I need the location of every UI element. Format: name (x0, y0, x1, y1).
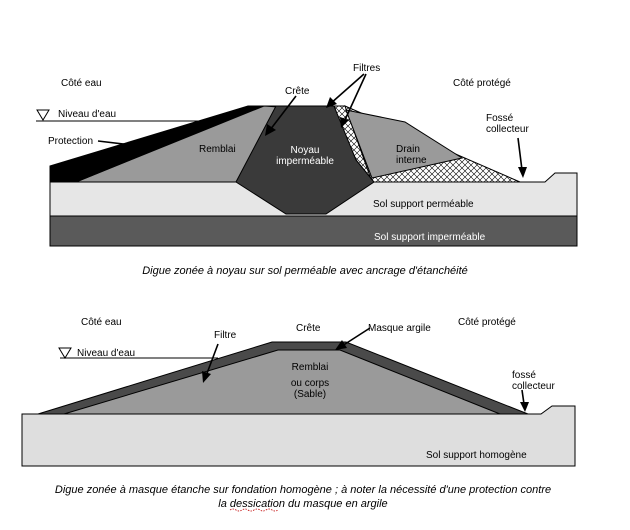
spellcheck-underline (229, 508, 279, 512)
mask-label: Masque argile (368, 323, 431, 334)
crest-label-2: Crête (296, 323, 321, 334)
caption-1: Digue zonée à noyau sur sol perméable av… (142, 265, 468, 277)
water-level-label-2: Niveau d'eau (77, 348, 135, 359)
protection-label: Protection (48, 136, 93, 147)
mask-arrow (335, 327, 371, 350)
filters-arrows (326, 73, 367, 128)
water-level-label: Niveau d'eau (58, 109, 116, 120)
fill-body-sand (63, 349, 501, 415)
drain-label-line2: interne (396, 155, 427, 166)
core-label-line1: Noyau (291, 145, 320, 156)
ditch-label-line1: Fossé (486, 113, 514, 124)
protection-arrow (97, 140, 148, 150)
cote-protege-label-2: Côté protégé (458, 317, 516, 328)
ditch-label-2-line2: collecteur (512, 381, 555, 392)
permeable-soil-label: Sol support perméable (373, 199, 474, 210)
homogeneous-soil-label: Sol support homogène (426, 450, 527, 461)
crest-label: Crête (285, 86, 310, 97)
ditch-arrow-2 (520, 389, 529, 412)
diagram-1-core-dike: Côté eau Côté protégé Niveau d'eau Prote… (36, 63, 578, 277)
diagram-2-mask-dike: Côté eau Côté protégé Niveau d'eau Filtr… (21, 317, 576, 512)
body-label-line2: ou corps (291, 378, 329, 389)
crest-arrow (265, 95, 297, 136)
cote-eau-label: Côté eau (61, 78, 102, 89)
drain-label-line1: Drain (396, 144, 420, 155)
water-level-triangle-icon (36, 109, 50, 121)
core-label-line2: imperméable (276, 156, 334, 167)
ditch-label-2-line1: fossé (512, 370, 536, 381)
body-label-line3: (Sable) (294, 389, 326, 400)
remblai-label: Remblai (199, 144, 236, 155)
caption-2-line1: Digue zonée à masque étanche sur fondati… (55, 484, 551, 496)
internal-drain (345, 109, 464, 179)
water-level-triangle-icon (58, 347, 72, 359)
ditch-arrow (517, 137, 527, 178)
cote-eau-label-2: Côté eau (81, 317, 122, 328)
caption-2-line2: la dessication du masque en argile (218, 498, 387, 510)
cote-protege-label: Côté protégé (453, 78, 511, 89)
impermeable-soil-layer (49, 215, 578, 247)
body-label-line1: Remblai (292, 362, 329, 373)
impermeable-soil-label: Sol support imperméable (374, 232, 486, 243)
filter-label: Filtre (214, 330, 237, 341)
homogeneous-soil (21, 405, 576, 467)
filters-label: Filtres (353, 63, 380, 74)
filter-arrow (202, 343, 219, 383)
ditch-label-line2: collecteur (486, 124, 529, 135)
